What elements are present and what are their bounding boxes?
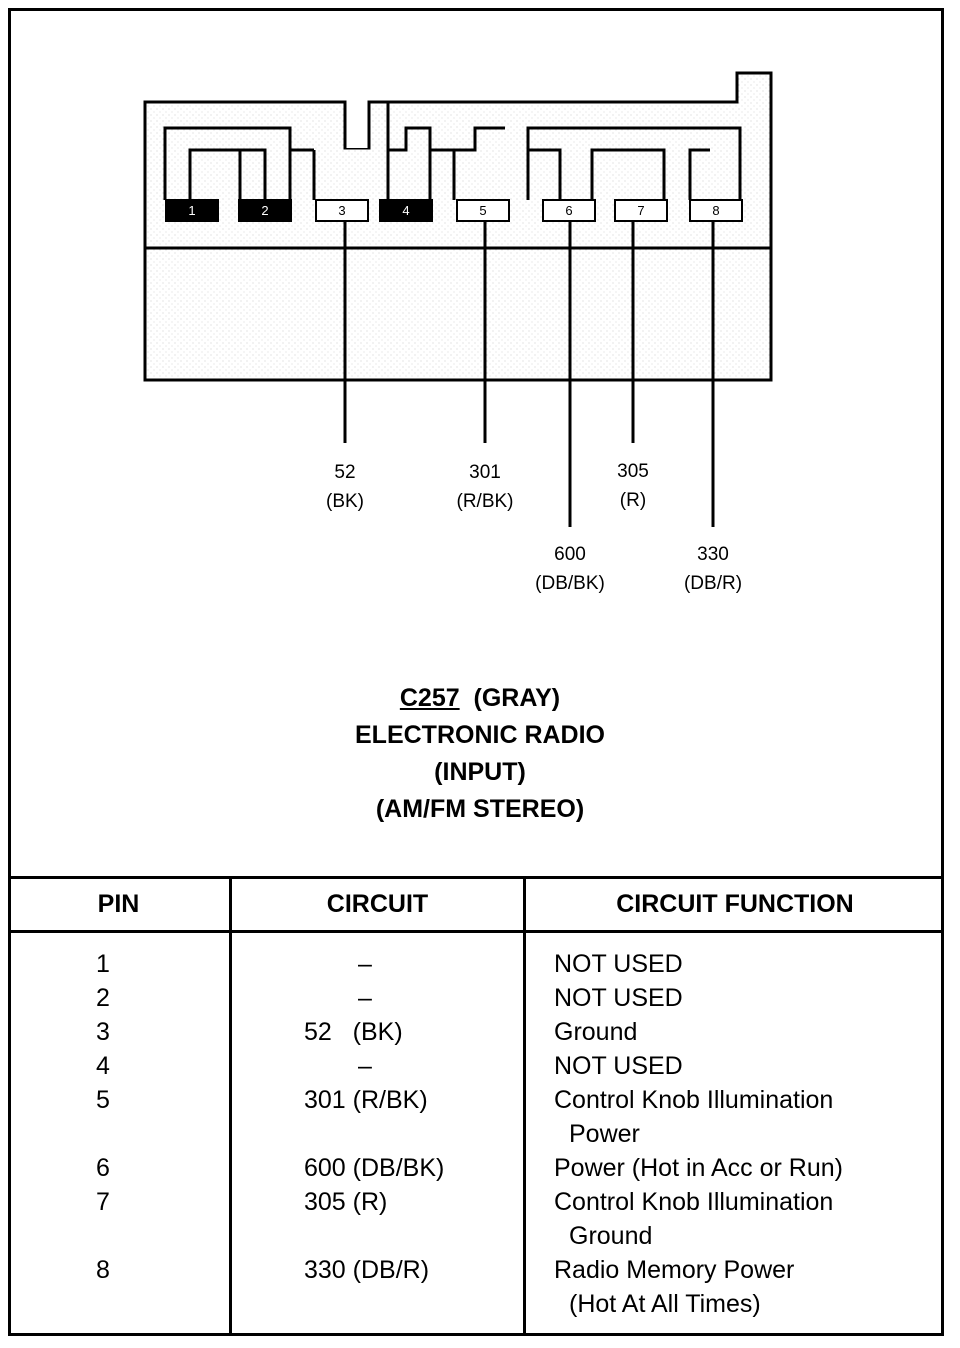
table-cell-circuit: 52 (BK)	[304, 1018, 403, 1046]
pin-cavity-3	[315, 199, 369, 222]
pin-6: 6	[542, 199, 596, 222]
wire-circuit-label: 301	[469, 462, 501, 483]
table-cell-pin: 1	[96, 950, 110, 978]
connector-type: (INPUT)	[434, 758, 526, 786]
table-header-circuit: CIRCUIT	[326, 890, 429, 918]
table-cell-pin: 7	[96, 1188, 110, 1216]
wire-circuit-label: 305	[617, 461, 649, 482]
pin-number-1: 1	[188, 203, 195, 218]
pin-number-8: 8	[712, 203, 719, 218]
pin-cavity-7	[614, 199, 668, 222]
table-cell-pin: 2	[96, 984, 110, 1012]
pin-number-3: 3	[338, 203, 345, 218]
table-cell-function: (Hot At All Times)	[569, 1290, 761, 1318]
pin-2: 2	[238, 199, 292, 222]
pin-cavity-5	[456, 199, 510, 222]
wire-circuit-label: 52	[334, 462, 355, 483]
pin-cavity-8	[689, 199, 743, 222]
table-cell-function: Ground	[569, 1222, 653, 1250]
pin-4: 4	[379, 199, 433, 222]
table-cell-pin: 5	[96, 1086, 110, 1114]
table-cell-function: Ground	[554, 1018, 638, 1046]
table-cell-function: Control Knob Illumination	[554, 1188, 834, 1216]
wire-circuit-label: 600	[554, 544, 586, 565]
connector-name: ELECTRONIC RADIO	[355, 721, 605, 749]
table-header-rule	[8, 930, 944, 933]
wire-color-label: (DB/R)	[684, 573, 742, 594]
table-cell-function: Radio Memory Power	[554, 1256, 795, 1284]
pin-1: 1	[165, 199, 219, 222]
cavity-lines	[163, 102, 742, 200]
pin-3: 3	[315, 199, 369, 222]
table-header-pin: PIN	[97, 890, 140, 918]
pin-cavity-4	[379, 199, 433, 222]
table-cell-circuit: –	[358, 950, 372, 978]
table-cell-circuit: 330 (DB/R)	[304, 1256, 430, 1284]
table-cell-function: Power (Hot in Acc or Run)	[554, 1154, 843, 1182]
pin-7: 7	[614, 199, 668, 222]
table-cell-circuit: 305 (R)	[304, 1188, 388, 1216]
table-cell-pin: 4	[96, 1052, 110, 1080]
wire-color-label: (R)	[620, 490, 646, 511]
connector-id: C257	[399, 684, 460, 712]
table-cell-circuit: –	[358, 984, 372, 1012]
pin-number-2: 2	[261, 203, 268, 218]
pin-number-7: 7	[637, 203, 644, 218]
pin-table: PIN CIRCUIT CIRCUIT FUNCTION 1 – NOT USED 2 – NO…	[8, 876, 944, 1336]
table-column-divider	[229, 876, 232, 1336]
table-cell-circuit: 301 (R/BK)	[304, 1086, 428, 1114]
table-cell-function: Control Knob Illumination	[554, 1086, 834, 1114]
table-cell-function: Power	[569, 1120, 640, 1148]
pin-number-5: 5	[479, 203, 486, 218]
wire-color-label: (R/BK)	[457, 491, 514, 512]
pin-number-4: 4	[402, 203, 409, 218]
table-cell-function: NOT USED	[554, 1052, 683, 1080]
pin-8: 8	[689, 199, 743, 222]
connector-id-line: C257 (GRAY)	[0, 680, 960, 717]
table-cell-circuit: –	[358, 1052, 372, 1080]
table-cell-function: NOT USED	[554, 984, 683, 1012]
wire-circuit-label: 330	[697, 544, 729, 565]
pin-5: 5	[456, 199, 510, 222]
table-header-circuit-function: CIRCUIT FUNCTION	[616, 890, 854, 918]
table-cell-pin: 6	[96, 1154, 110, 1182]
table-column-divider	[523, 876, 526, 1336]
table-cell-pin: 8	[96, 1256, 110, 1284]
table-cell-function: NOT USED	[554, 950, 683, 978]
connector-subtype: (AM/FM STEREO)	[375, 795, 585, 823]
table-cell-circuit: 600 (DB/BK)	[304, 1154, 445, 1182]
connector-body	[143, 71, 773, 382]
connector-diagram: 1 2 3 4 5 6 7 8 52 (BK) 301 (R/BK) 600 (DB/BK) 305 (R)…	[143, 70, 773, 594]
pin-cavity-1	[165, 199, 219, 222]
wire-color-label: (BK)	[326, 491, 364, 512]
pin-number-6: 6	[565, 203, 572, 218]
pin-cavity-2	[238, 199, 292, 222]
wire-color-label: (DB/BK)	[535, 573, 605, 594]
table-top-rule	[8, 876, 944, 879]
connector-color: (GRAY)	[473, 684, 561, 712]
table-cell-pin: 3	[96, 1018, 110, 1046]
connector-title-block: C257 (GRAY) ELECTRONIC RADIO (INPUT) (AM…	[0, 680, 960, 828]
diagram-frame	[8, 8, 944, 1336]
